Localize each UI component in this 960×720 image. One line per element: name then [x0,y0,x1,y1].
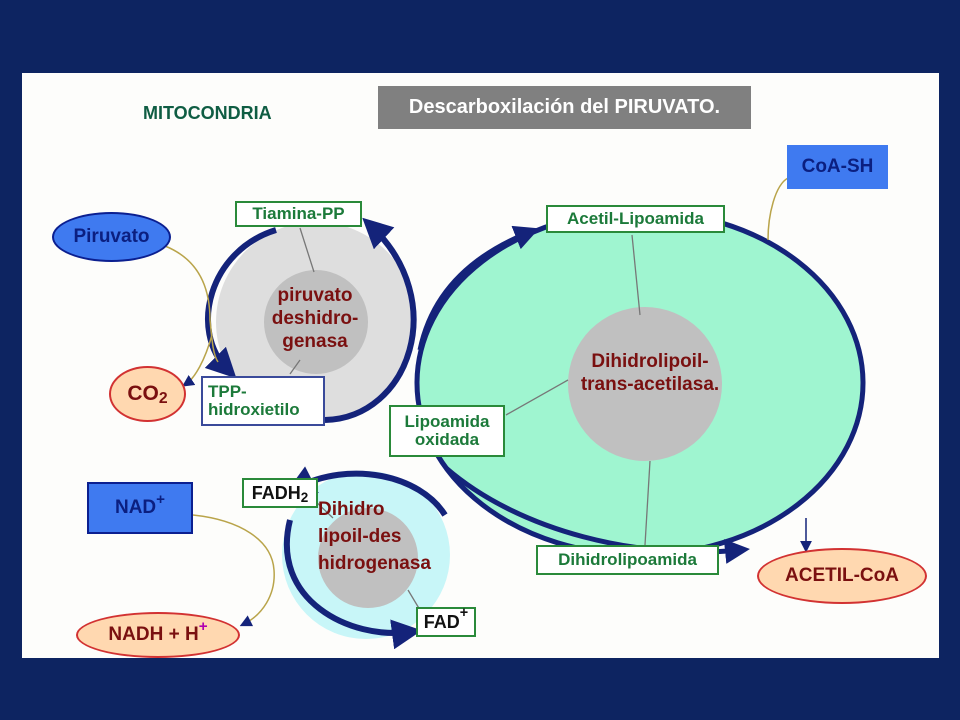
connector-dihidrolipoamida [644,460,651,546]
box-acetil-lipoamida-text: Acetil-Lipoamida [567,209,704,228]
box-dihidrolipoamida-text: Dihidrolipoamida [558,550,697,569]
enzyme-dehydrogenase-line2: lipoil-des [318,526,402,547]
box-dihidrolipoamida: Dihidrolipoamida [536,545,719,575]
output-nadh-sup: + [198,617,208,635]
box-lipoamida-line1: Lipoamida [404,412,490,431]
box-fad-sup: + [459,605,469,621]
title-box: Descarboxilación del PIRUVATO. [378,86,751,129]
transacetylase-core [568,307,722,461]
input-nad-sup: + [156,490,166,508]
decarboxylase-arc-right [324,217,417,423]
output-nadh-base: NADH + H [108,624,199,645]
enzyme-decarboxylase-line1: piruvato [277,285,353,306]
enzyme-decarboxylase-line2: deshidro- [271,308,359,329]
dehydrogenase-core [318,508,418,608]
arrow-nad-in [192,514,275,627]
box-tpp-line2: hidroxietilo [208,400,300,419]
output-nadh: NADH + H+ [76,612,240,658]
enzyme-dehydrogenase: Dihidro lipoil-des hidrogenasa [318,496,468,577]
output-co2-sub: 2 [158,390,168,407]
connector-tiamina [299,227,315,273]
enzyme-dehydrogenase-line1: Dihidro [318,499,385,520]
decarboxylase-arc-left [204,227,277,379]
location-label: MITOCONDRIA [143,103,272,123]
box-fad-plus: FAD+ [416,605,476,637]
enzyme-transacetylase: Dihidrolipoil- trans-acetilasa. [560,350,740,396]
box-fadh2-sub: 2 [300,490,309,505]
connector-lipoamida-oxidada [505,379,569,416]
box-lipoamida-oxidada: Lipoamida oxidada [389,405,505,457]
arrow-co2-out [182,334,213,387]
output-acetil-coa: ACETIL-CoA [757,548,927,604]
box-lipoamida-line2: oxidada [414,430,480,449]
connector-tpp [289,359,301,375]
arrow-piruvato-in [164,245,219,363]
input-piruvato-text: Piruvato [73,226,150,247]
box-fadh2-base: FADH [251,483,301,503]
input-piruvato: Piruvato [52,212,171,262]
output-acetil-coa-text: ACETIL-CoA [785,565,899,586]
enzyme-dehydrogenase-line3: hidrogenasa [318,553,431,574]
enzyme-transacetylase-line1: Dihidrolipoil- [591,351,709,372]
box-tiamina-pp-text: Tiamina-PP [252,204,345,223]
box-acetil-lipoamida: Acetil-Lipoamida [546,205,725,233]
enzyme-decarboxylase-line3: genasa [282,331,348,352]
box-tpp-line1: TPP- [208,382,247,401]
box-tiamina-pp: Tiamina-PP [235,201,362,227]
title-text: Descarboxilación del PIRUVATO. [408,96,721,118]
input-nad-base: NAD [114,497,157,518]
dehydrogenase-arc-bottom [283,519,422,650]
output-co2-base: CO [127,382,159,405]
enzyme-decarboxylase: piruvato deshidro- genasa [255,284,375,353]
decarboxylase-core [264,270,368,374]
box-fad-base: FAD [423,612,460,632]
enzyme-transacetylase-line2: trans-acetilasa. [580,374,720,395]
connector-acetil-lipoamida [631,234,641,316]
transacetylase-cycle-arrow-top [417,225,540,351]
input-nad: NAD+ [87,482,193,534]
arrow-coa-in [767,177,789,241]
box-tpp-hidroxietilo: TPP- hidroxietilo [201,376,325,426]
connector-fad [407,589,421,611]
input-coa-sh: CoA-SH [787,145,888,189]
input-coa-sh-text: CoA-SH [801,156,874,177]
